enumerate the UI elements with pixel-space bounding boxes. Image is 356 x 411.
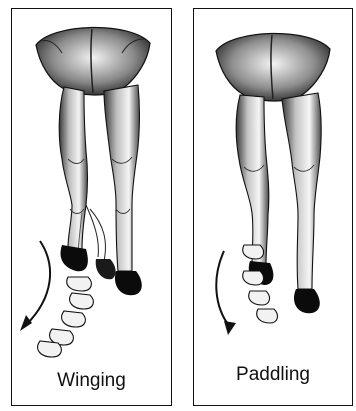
chest-shape [36, 27, 150, 95]
winging-panel: Winging [11, 8, 172, 406]
left-foreleg [236, 95, 269, 265]
winging-caption: Winging [12, 370, 171, 392]
chest-shape [216, 33, 330, 101]
paddling-caption: Paddling [194, 364, 352, 386]
hoof-trail [243, 245, 278, 323]
curved-arrow-icon [20, 241, 50, 331]
right-foreleg [104, 85, 140, 271]
hoof-trail [38, 277, 94, 357]
curved-arrow-icon [216, 251, 236, 335]
paddling-panel: Paddling [193, 8, 353, 406]
left-foreleg [59, 87, 87, 249]
right-foreleg [282, 93, 321, 289]
paddling-illustration [194, 9, 354, 407]
winging-illustration [12, 9, 173, 407]
